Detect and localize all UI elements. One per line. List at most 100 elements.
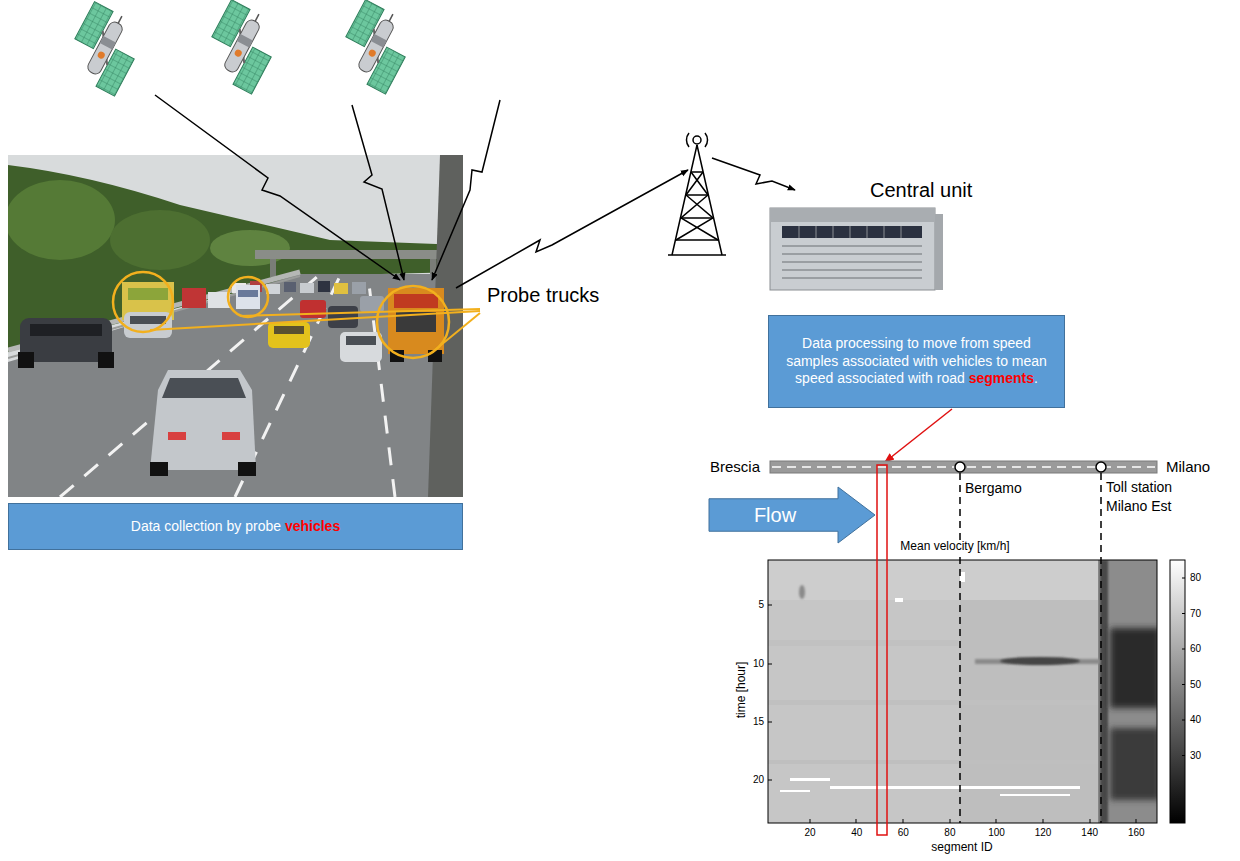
tick-label: 40 [851,827,862,839]
tick-label: 160 [1128,827,1145,839]
plot-axes [810,819,1136,823]
probe-leader-lines [240,309,480,316]
highway-photo [238,462,256,476]
speed-heatmap [768,560,1157,823]
highway-photo [150,462,168,476]
colorbar [1170,560,1185,823]
highway-photo [255,250,455,259]
speed-heatmap [768,700,1098,705]
plot-axes [768,560,1157,823]
highway-photo [346,336,376,345]
highway-photo [128,288,168,300]
tick-label: 15 [753,716,764,728]
highway-photo [124,312,172,338]
highway-photo [284,282,296,292]
location-lines [1100,473,1102,823]
process-box: Data processing to move from speed sampl… [768,315,1065,408]
box-text: Data processing to move from speed sampl… [777,335,1056,388]
tick-label: 140 [1081,827,1098,839]
highway-photo [168,432,186,440]
radio-links [432,100,500,280]
tick-label: 20 [805,827,816,839]
highway-photo [300,283,314,293]
station-label: Toll station Milano Est [1106,478,1190,516]
highway-photo [162,378,246,398]
highway-photo [274,326,304,334]
highway-photo [388,288,444,354]
highway-photo [300,300,326,318]
highway-photo [270,259,276,277]
speed-heatmap [1000,794,1070,796]
speed-heatmap [1110,628,1157,708]
radio-links [456,170,688,288]
highway-photo [182,288,206,308]
antenna-tower [693,136,701,144]
highway-photo [8,180,115,260]
plot-axes [768,605,772,780]
tick-label: 10 [753,658,764,670]
arrow-label: Flow [754,504,796,527]
colorbar-label: 80 [1190,572,1201,584]
location-lines [959,473,961,823]
satellites [60,0,420,96]
highway-photo [18,352,34,368]
server-building [770,208,935,290]
speed-heatmap [790,778,830,781]
colorbar [1170,560,1185,823]
location-lines [960,473,1101,823]
colorbar-label: 30 [1190,750,1201,762]
antenna-tower [676,172,718,240]
road-strip [770,461,1157,473]
colorbar-label: 60 [1190,643,1201,655]
location-markers [955,462,1106,472]
highway-photo [352,282,366,294]
keyword-highlight: vehicles [285,518,340,534]
highway-photo [30,324,102,336]
highway-photo [210,230,290,266]
tick-label: 80 [944,827,955,839]
colorbar [1182,578,1185,756]
highway-photo [228,277,268,317]
highway-photo [328,306,358,328]
city-label: Bergamo [965,480,1022,496]
highway-photo [8,274,463,497]
satellites [197,0,286,94]
highway-photo [130,316,166,324]
highway-photo [60,276,318,497]
segment-highlight [877,465,887,835]
speed-heatmap [895,598,903,602]
probe-leader-lines [150,309,480,354]
speed-heatmap [799,585,805,599]
speed-heatmap [830,786,1080,789]
chart-title: Mean velocity [km/h] [898,540,1011,554]
plot-axes [768,560,1157,823]
highway-photo [150,370,256,470]
antenna-tower [686,133,689,147]
tick-label: 120 [1035,827,1052,839]
axis-title: segment ID [931,841,992,855]
speed-heatmap [1000,657,1080,665]
speed-heatmap [960,600,1100,823]
highway-photo [394,294,438,308]
highway-photo [238,290,258,297]
caption-box: Data collection by probe vehicles [8,503,463,550]
antenna-tower [668,254,726,256]
server-building [935,214,943,290]
speed-heatmap [1110,728,1157,800]
road-strip [770,461,1157,473]
speed-heatmap [780,790,810,792]
speed-heatmap [768,640,958,646]
radio-links [155,95,400,280]
highway-photo [236,285,260,309]
arrow-shape [709,487,875,543]
server-building [799,226,901,238]
radio-links [155,95,795,288]
colorbar-label: 70 [1190,608,1201,620]
flow-arrow: Flow [708,486,876,544]
callout-label: Probe trucks [487,284,599,307]
antenna-tower [676,172,718,240]
location-markers [1096,462,1106,472]
antenna-tower [705,133,708,147]
city-label: Milano [1166,458,1210,475]
radio-links [712,158,795,190]
